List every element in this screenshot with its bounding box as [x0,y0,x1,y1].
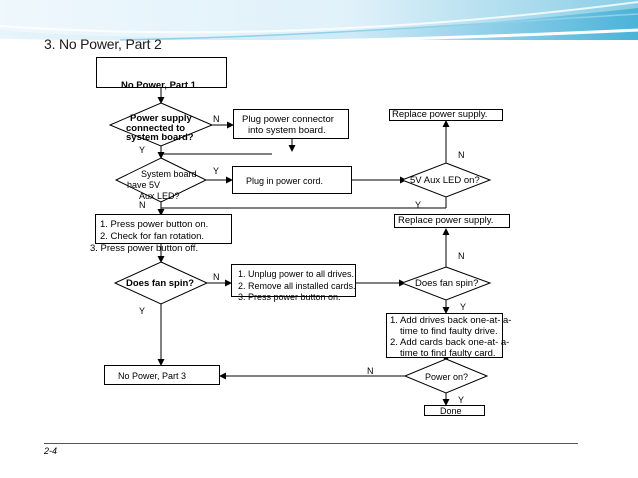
header-banner [0,0,638,44]
diamond-fan-spin-again [400,266,492,301]
add-back-line-4: time to find faulty card. [400,348,496,359]
label-y-standby: Y [213,166,220,176]
label-n-power-on: N [367,366,374,376]
page-title: 3. No Power, Part 2 [44,36,162,52]
footer-divider [44,443,578,444]
replace-power-supply-mid: Replace power supply. [394,214,510,228]
replace-power-supply-mid-label: Replace power supply. [398,215,494,226]
diamond-power-on [403,358,489,394]
page-number: 2-4 [44,446,58,456]
label-y-power-on: Y [458,395,465,405]
plug-connector-line2: into system board. [248,125,326,136]
unplug-step-2: 2. Remove all installed cards. [238,281,356,291]
unplug-step-1: 1. Unplug power to all drives. [238,269,355,279]
label-n-connector: N [213,114,220,124]
unplug-steps-box: 1. Unplug power to all drives. 2. Remove… [231,264,356,302]
diamond-aux-led [400,162,492,198]
label-n-fan-again: N [458,251,465,261]
start-box: No Power, Part 1 [96,57,227,91]
label-y-aux: Y [415,200,422,210]
q-fan-spin-label: Does fan spin? [126,278,195,289]
q-connector-line3: system board? [126,132,194,143]
label-y-fan: Y [139,306,146,316]
label-y-connector: Y [139,145,146,155]
add-back-line-1: 1. Add drives back one-at- a- [390,315,512,326]
done-label: Done [440,406,462,416]
label-y-fan-again: Y [460,302,467,312]
q-standby-led-line3: Aux LED? [139,191,180,201]
q-standby-led-line1: System board [141,169,197,179]
diamond-fan-spin [113,261,209,305]
label-n-aux: N [458,150,465,160]
replace-power-supply-top-label: Replace power supply. [392,109,488,120]
power-button-step-1: 1. Press power button on. [100,219,209,230]
add-back-steps-box: 1. Add drives back one-at- a- time to fi… [386,313,511,359]
start-label: No Power, Part 1 [121,80,196,91]
unplug-step-3: 3. Press power button on. [238,292,341,302]
power-button-steps-box: 1. Press power button on. 2. Check for f… [90,214,232,254]
plug-connector-line1: Plug power connector [242,114,334,125]
power-button-step-2: 2. Check for fan rotation. [100,231,205,242]
diamond-connector [108,102,214,147]
end-part3-box: No Power, Part 3 [104,365,220,385]
add-back-line-3: 2. Add cards back one-at- a- [390,337,510,348]
done-box: Done [424,405,485,416]
plug-cord-box: Plug in power cord. [232,166,352,194]
plug-cord-label: Plug in power cord. [246,176,324,186]
diamond-standby-led [114,157,208,203]
power-button-step-3: 3. Press power button off. [90,243,199,254]
add-back-line-2: time to find faulty drive. [400,326,498,337]
label-n-standby: N [139,200,146,210]
label-n-fan: N [213,272,220,282]
plug-connector-box: Plug power connector into system board. [233,109,349,139]
end-part3-label: No Power, Part 3 [118,371,187,381]
q-aux-led-label: 5V Aux LED on? [410,175,480,186]
q-fan-spin-again-label: Does fan spin? [415,278,479,289]
q-standby-led-line2: have 5V [127,180,161,190]
replace-power-supply-top: Replace power supply. [389,109,503,121]
q-connector-line1: Power supply [130,113,192,124]
q-connector-line2: connected to [126,123,186,134]
q-power-on-label: Power on? [425,372,469,382]
